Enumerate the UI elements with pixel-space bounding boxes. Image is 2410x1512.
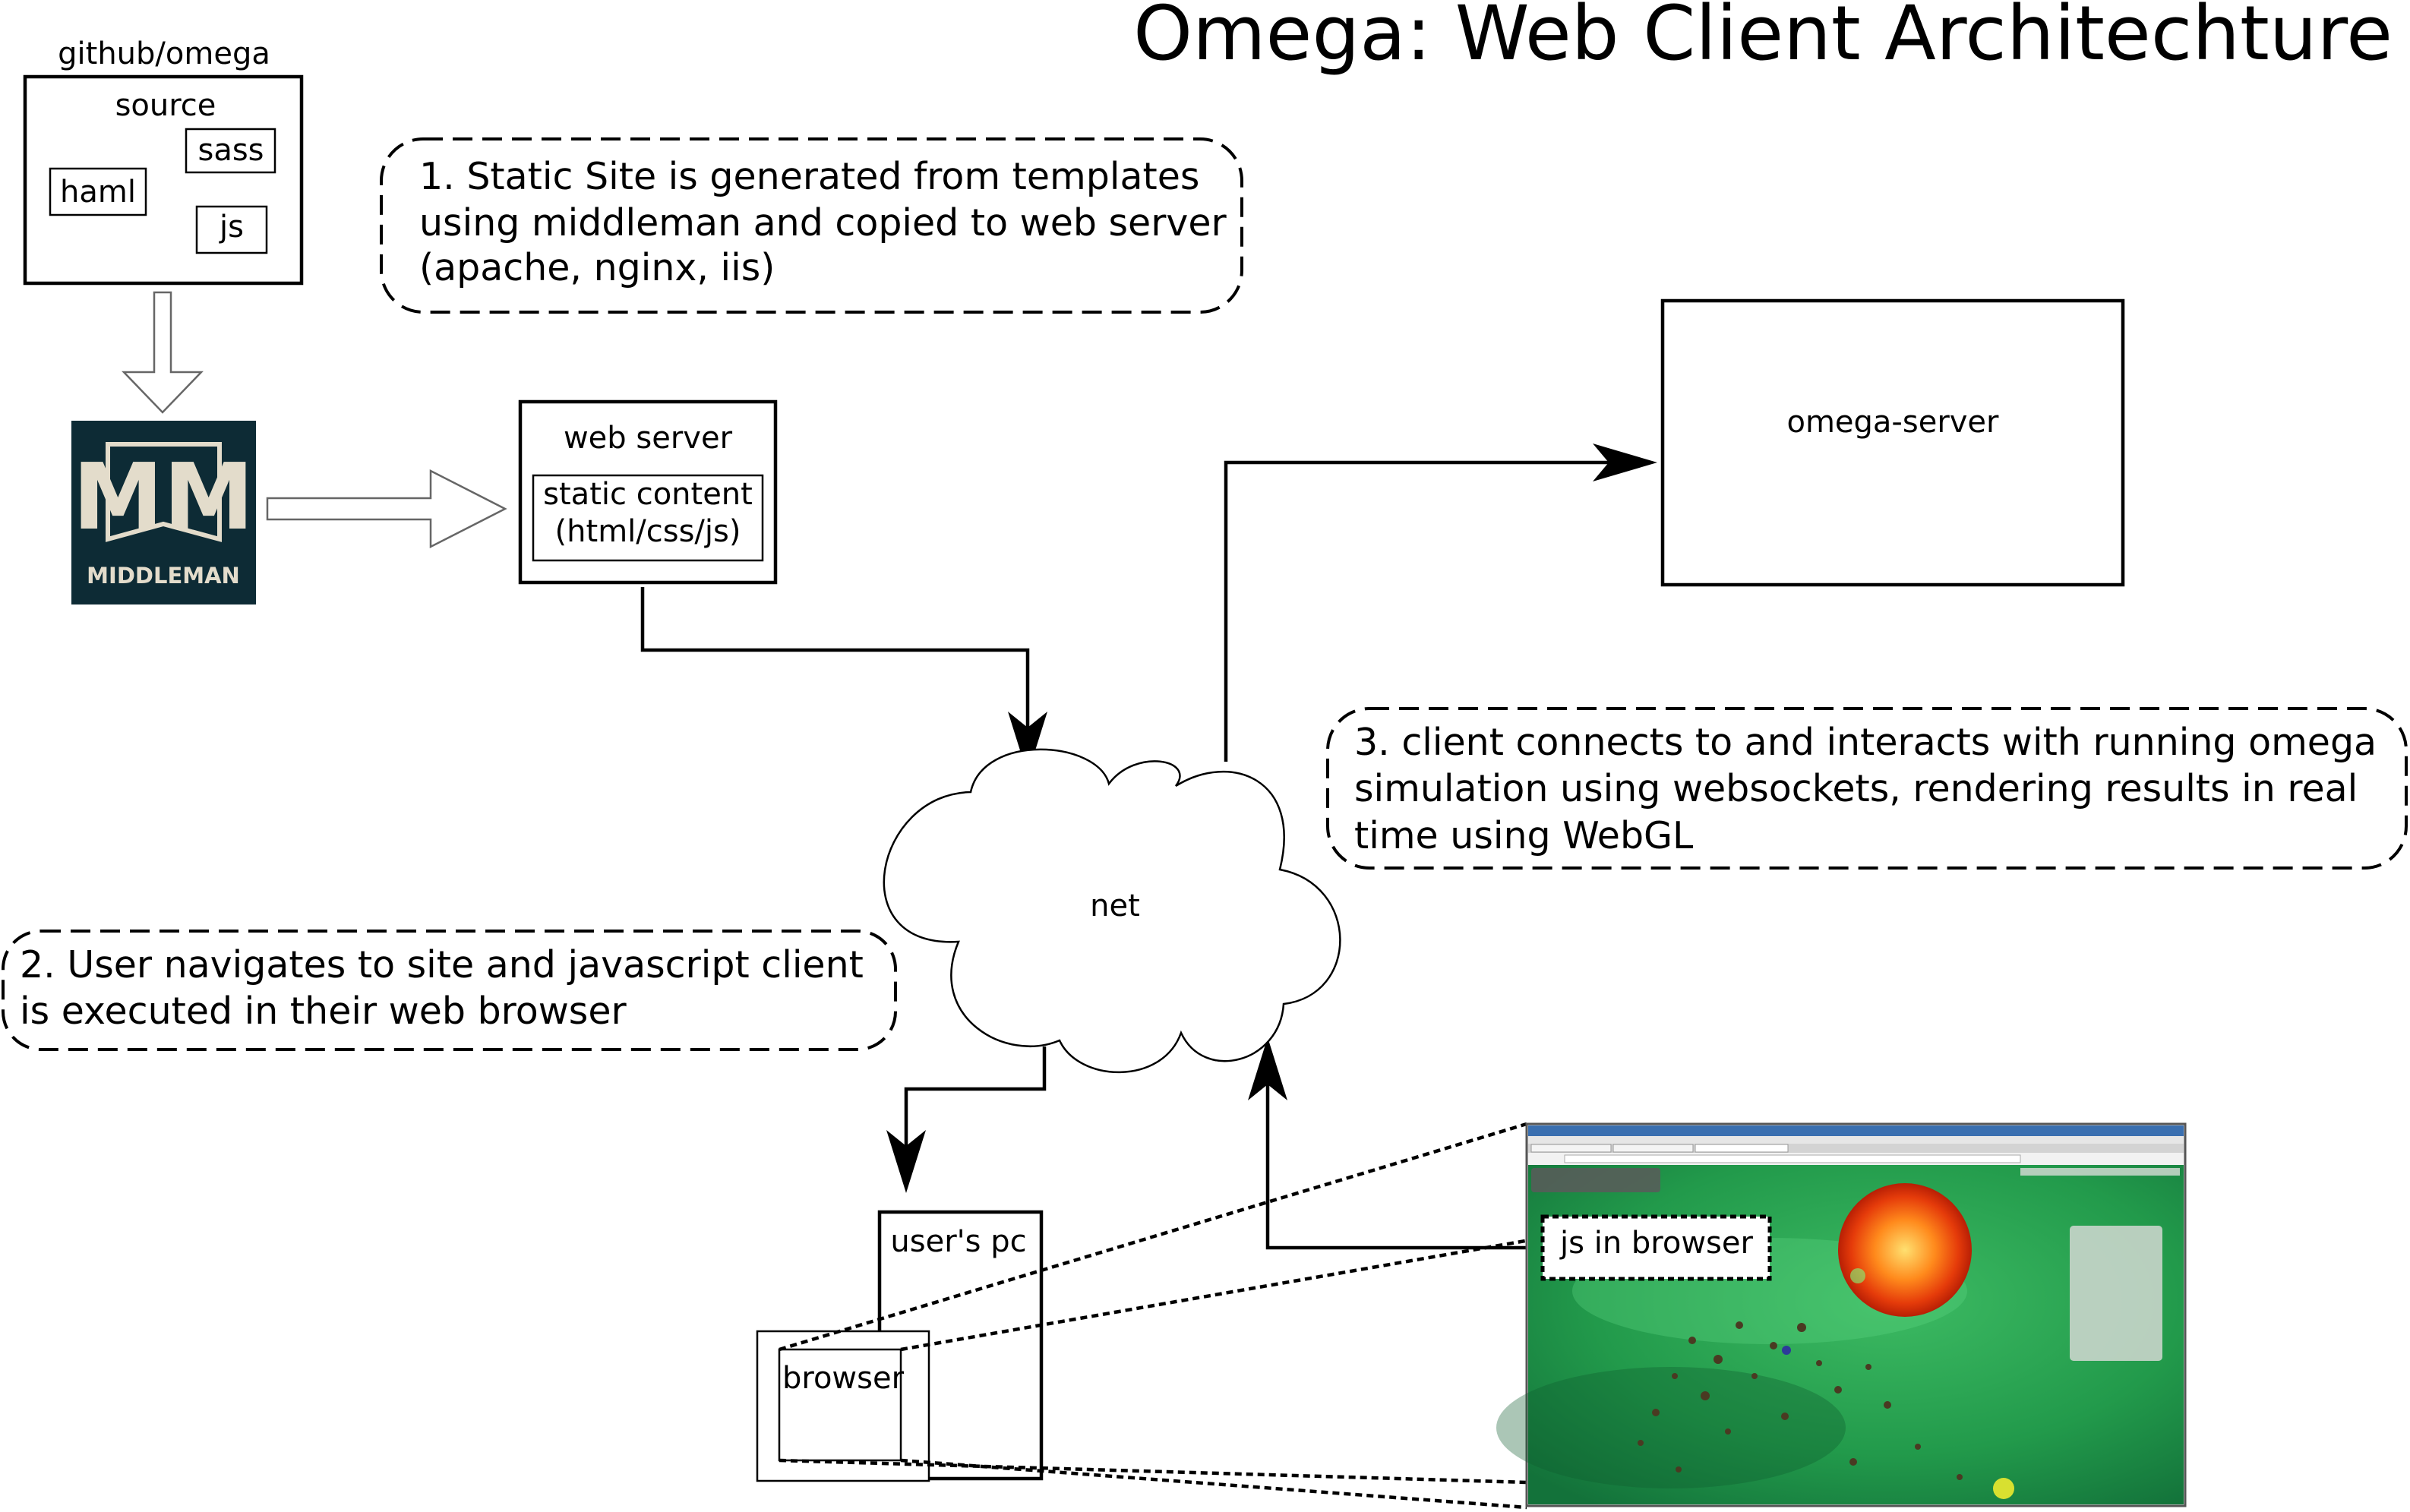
web-server-label: web server [564,421,733,456]
screenshot-url-field [1564,1154,2021,1163]
projection-line-top [779,1122,1527,1352]
screenshot-tab-3 [1695,1144,1789,1153]
zoom-projection-lines [779,1122,1543,1510]
note-2-callout: 2. User navigates to site and javascript… [2,930,897,1051]
note-3-callout: 3. client connects to and interacts with… [1326,707,2408,870]
middleman-logo-letters: MM [73,445,254,551]
connector-net-to-omega-server [1224,460,1625,762]
omega-server-box [1660,298,2125,587]
projection-line-js [900,1236,1543,1352]
screenshot-tab-2 [1612,1144,1694,1153]
js-file-box [195,205,268,254]
screenshot-tab-1 [1530,1144,1612,1153]
build-arrow-down [122,291,204,414]
game-player-ship [1782,1346,1791,1355]
game-sun [1838,1183,1972,1317]
middleman-logo-background [71,421,256,604]
game-top-buttons [2020,1168,2180,1176]
browser-screenshot [1496,1122,2187,1507]
js-in-browser-label: js in browser [1559,1226,1753,1261]
game-site-nav [1531,1168,1660,1192]
game-entity-panel [2070,1226,2162,1361]
deploy-arrow-right [266,469,507,549]
net-label: net [1090,889,1140,923]
arrowhead-js-to-net [1248,1037,1287,1100]
middleman-logo-banner [106,442,222,542]
arrowhead-net-to-users-pc [886,1130,926,1193]
haml-file-label: haml [60,175,136,210]
connector-js-to-net [1265,1063,1543,1250]
repository-group: github/omega source sass haml js [23,36,304,286]
diagram-title: Omega: Web Client Architechture [1133,0,2393,77]
js-in-browser-group: js in browser [1540,1214,1772,1281]
js-file-label: js [219,210,244,245]
projection-line-bottom-2 [900,1458,1527,1510]
omega-server-label: omega-server [1786,405,1999,440]
note-3-line1: 3. client connects to and interacts with… [1354,721,2377,764]
repo-label: github/omega [58,36,270,71]
static-content-line2: (html/css/js) [555,514,741,549]
note-1-line1: 1. Static Site is generated from templat… [419,155,1199,198]
arrowhead-webserver-to-net [1008,712,1047,775]
haml-file-box [49,167,147,216]
note-1-line2: using middleman and copied to web server [419,201,1227,245]
game-asteroid-field [1638,1321,1963,1480]
middleman-logo: MM MIDDLEMAN [71,421,256,604]
source-label: source [115,88,216,123]
arrowhead-net-to-omega-server [1593,443,1657,481]
note-1-border [380,137,1243,314]
js-in-browser-box [1540,1214,1772,1281]
note-3-border [1326,707,2408,870]
connector-webserver-to-net [640,587,1030,748]
note-2-line2: is executed in their web browser [20,990,627,1033]
web-server-group: web server static content (html/css/js) [518,399,778,585]
game-planet [1993,1478,2014,1499]
browser-label: browser [782,1361,905,1396]
users-pc-group: user's pc browser [756,1210,1044,1482]
sass-file-box [185,128,276,174]
net-cloud: net [883,748,1341,1074]
browser-inner-box [778,1348,902,1462]
note-3-line2: simulation using websockets, rendering r… [1354,767,2358,810]
screenshot-menubar [1528,1136,2184,1144]
sass-file-label: sass [197,133,264,168]
connector-net-to-users-pc [904,1046,1047,1162]
screenshot-titlebar [1528,1125,2184,1136]
net-cloud-shape [883,748,1341,1074]
note-2-line1: 2. User navigates to site and javascript… [20,943,864,986]
users-pc-label: user's pc [890,1224,1026,1259]
static-content-line1: static content [543,477,753,512]
note-1-callout: 1. Static Site is generated from templat… [380,137,1243,314]
game-nebula-dark [1496,1367,1846,1488]
note-2-border [2,930,897,1051]
game-sun-flare [1850,1268,1865,1283]
note-1-line3: (apache, nginx, iis) [419,246,775,289]
omega-server-group: omega-server [1660,298,2125,587]
middleman-logo-text: MIDDLEMAN [87,563,240,589]
note-3-line3: time using WebGL [1354,814,1694,857]
static-content-box [532,474,764,562]
